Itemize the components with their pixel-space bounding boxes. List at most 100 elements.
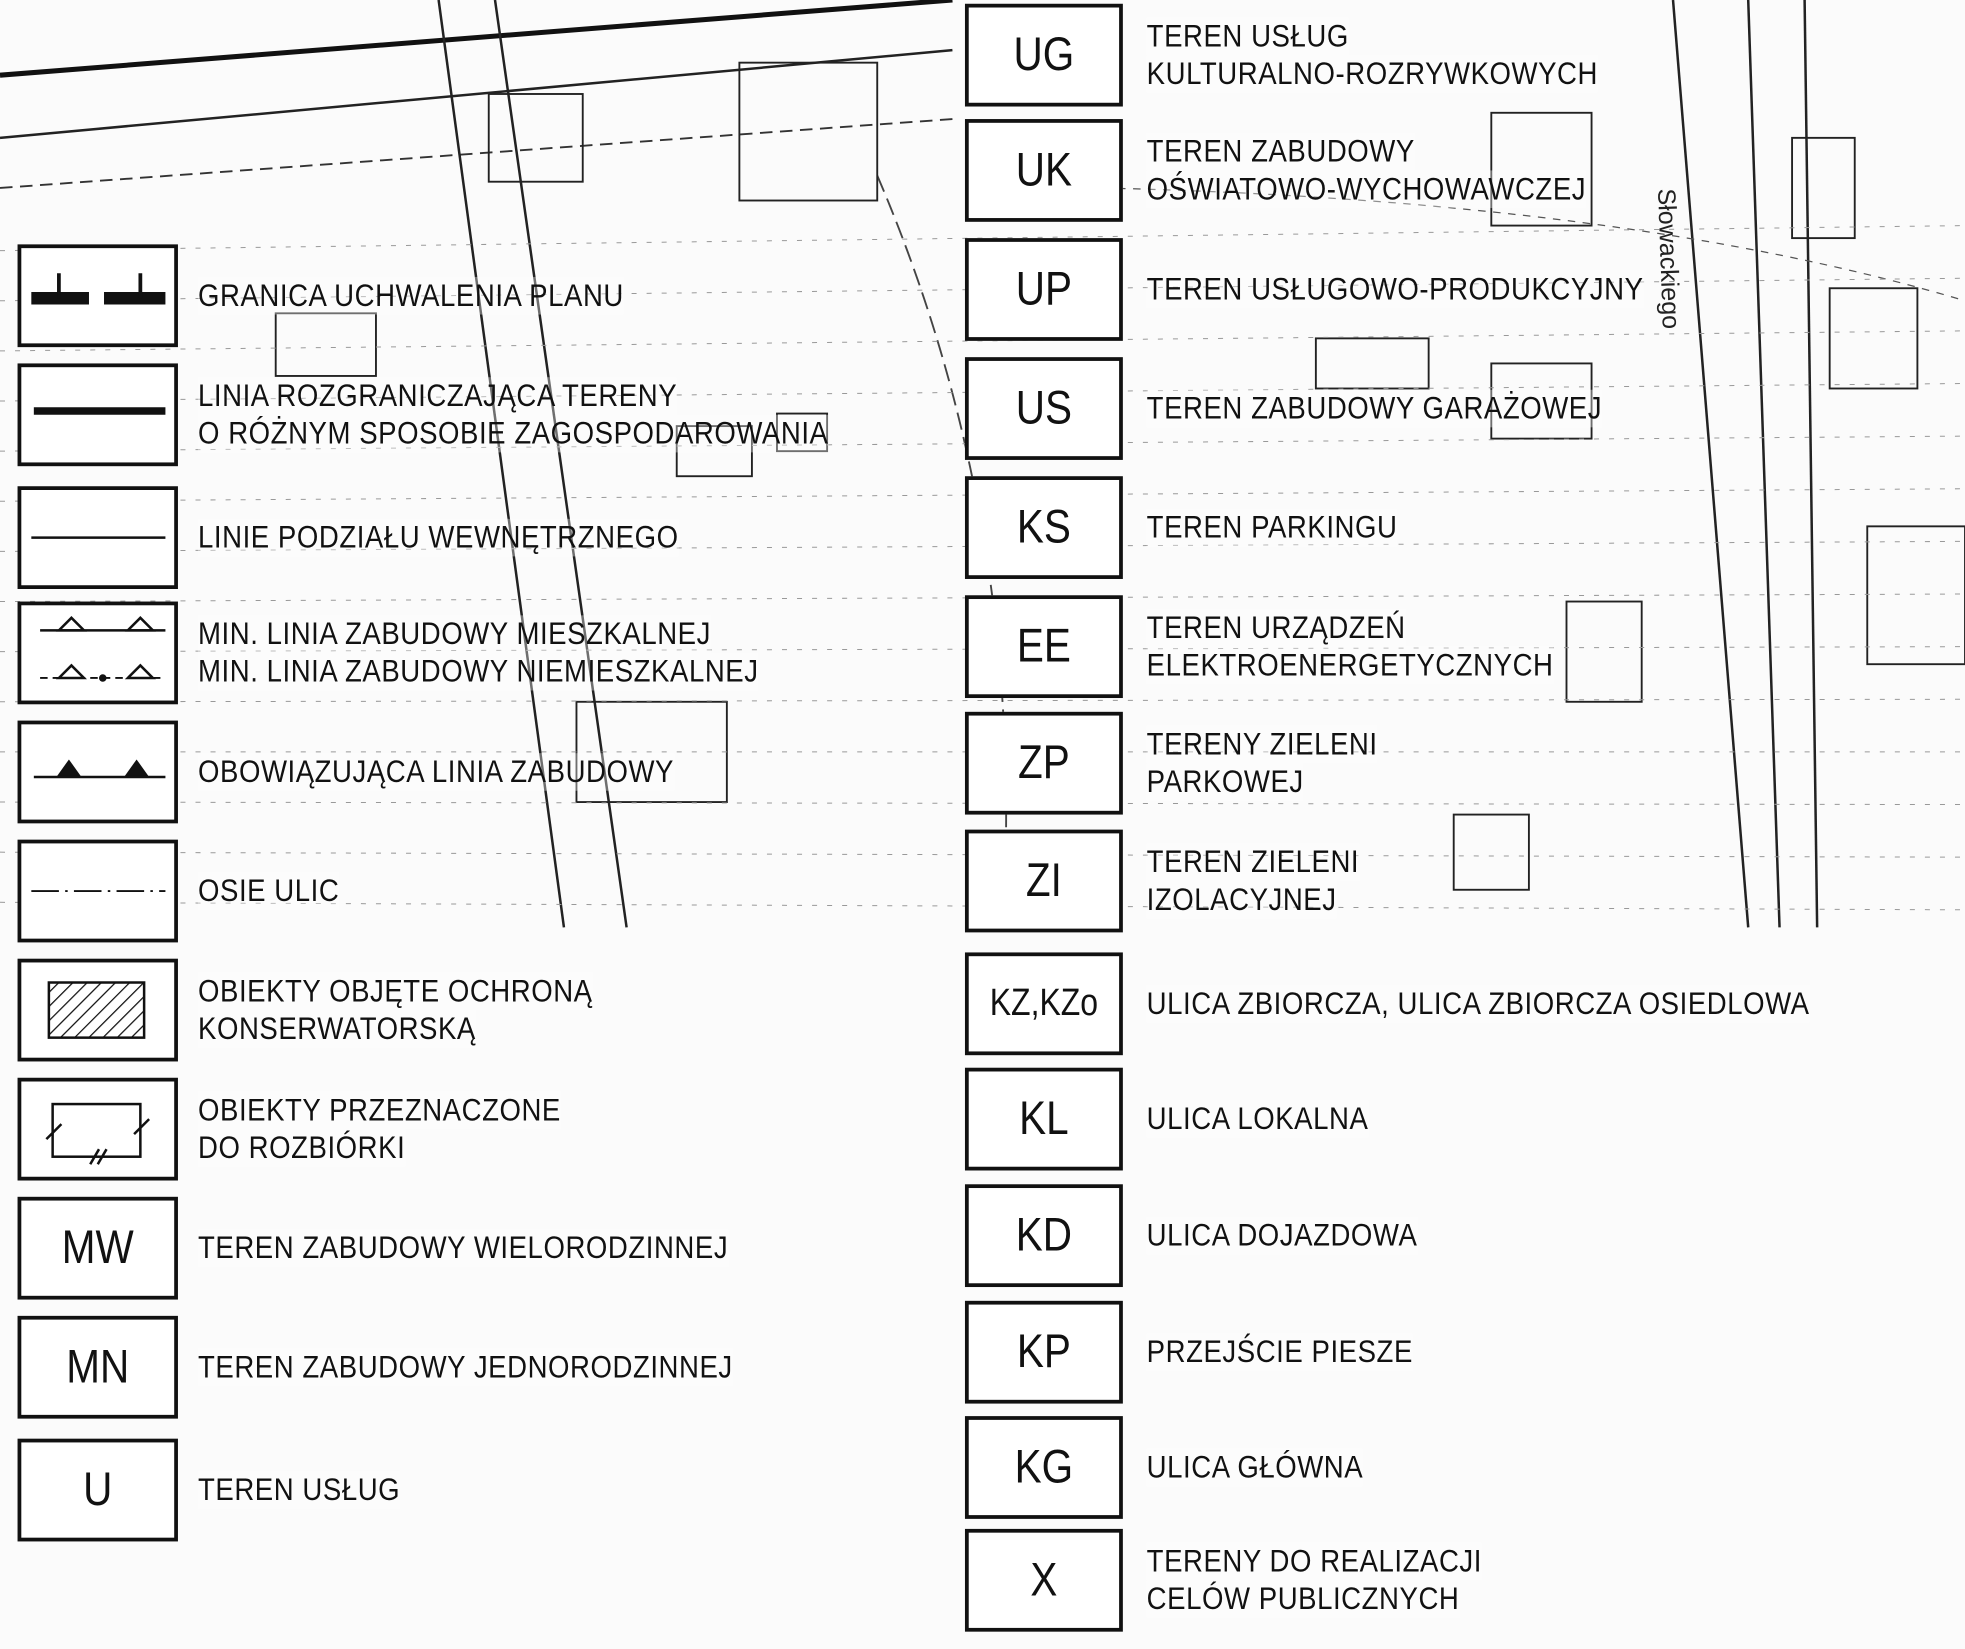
street-axis-icon (31, 890, 166, 892)
legend-code-box: KS (964, 476, 1123, 579)
map-building (1791, 136, 1856, 240)
plan-boundary-icon (31, 273, 166, 305)
legend-code-box: U (17, 1438, 178, 1542)
map-building (1314, 337, 1430, 390)
legend-symbol-box (17, 958, 178, 1062)
legend-code-box: KP (964, 1300, 1123, 1404)
legend-label: PRZEJŚCIE PIESZE (1146, 1333, 1413, 1372)
zone-code: KG (1014, 1440, 1074, 1494)
map-building (738, 61, 879, 202)
hatched-protected-icon (47, 981, 146, 1039)
legend-label: DO ROZBIÓRKI (198, 1129, 406, 1167)
map-building (487, 93, 584, 183)
map-building (1565, 600, 1643, 703)
legend-label: LINIE PODZIAŁU WEWNĘTRZNEGO (198, 518, 679, 557)
delimiting-line-icon (33, 407, 166, 415)
zone-code: MN (66, 1340, 130, 1393)
legend-label: OBIEKTY PRZEZNACZONE (198, 1091, 561, 1130)
zone-code: US (1015, 381, 1073, 435)
zone-code: ZI (1025, 854, 1062, 907)
map-building (1490, 362, 1593, 440)
legend-code-box: X (964, 1528, 1123, 1632)
legend-label: ULICA DOJAZDOWA (1146, 1216, 1418, 1255)
legend-label: OBOWIĄZUJĄCA LINIA ZABUDOWY (198, 753, 675, 791)
map-building (1828, 287, 1919, 390)
legend-symbol-box (17, 486, 178, 590)
legend-label: TEREN URZĄDZEŃ (1146, 609, 1406, 647)
legend-symbol-box (17, 363, 178, 467)
legend-code-box: ZP (964, 711, 1123, 815)
legend-code-box: ZI (964, 829, 1123, 933)
legend-label: TEREN ZABUDOWY (1146, 132, 1415, 171)
zone-code: KD (1015, 1208, 1073, 1262)
legend-label: TERENY DO REALIZACJI (1146, 1542, 1482, 1581)
legend-code-box: MW (17, 1196, 178, 1300)
legend-label: KONSERWATORSKĄ (198, 1010, 476, 1048)
legend-label: TEREN ZABUDOWY GARAŻOWEJ (1146, 389, 1603, 428)
legend-label: ULICA ZBIORCZA, ULICA ZBIORCZA OSIEDLOWA (1146, 985, 1810, 1023)
map-building (675, 425, 753, 478)
legend-label: OSIE ULIC (198, 872, 340, 910)
internal-division-line-icon (31, 536, 166, 539)
legend-symbol-box (17, 244, 178, 348)
legend-symbol-box (17, 839, 178, 943)
legend-label: ULICA GŁÓWNA (1146, 1448, 1364, 1487)
legend-code-box: KD (964, 1184, 1123, 1288)
zone-code: MW (61, 1221, 134, 1274)
legend-label: TEREN USŁUG (1146, 17, 1349, 56)
legend-label: PARKOWEJ (1146, 763, 1304, 801)
legend-label: MIN. LINIA ZABUDOWY NIEMIESZKALNEJ (198, 652, 759, 691)
legend-code-box: UG (964, 3, 1123, 107)
legend-label: GRANICA UCHWALENIA PLANU (198, 276, 624, 315)
min-building-line-icon (40, 616, 166, 682)
legend-label: O RÓŻNYM SPOSOBIE ZAGOSPODAROWANIA (198, 414, 829, 453)
zone-code: X (1030, 1553, 1058, 1606)
legend-label: TEREN USŁUGOWO-PRODUKCYJNY (1146, 270, 1644, 309)
legend-code-box: KL (964, 1067, 1123, 1171)
zone-code: KZ,KZo (989, 982, 1099, 1024)
map-building (1490, 111, 1593, 227)
mandatory-building-line-icon (33, 759, 166, 779)
zone-code: ZP (1018, 736, 1070, 789)
legend-code-box: EE (964, 595, 1123, 699)
zone-code: U (83, 1463, 113, 1516)
zone-code: UK (1015, 143, 1073, 197)
zone-code: KS (1016, 500, 1071, 554)
demolition-icon (45, 1102, 151, 1165)
legend-code-box: KZ,KZo (964, 952, 1123, 1056)
legend-label: ELEKTROENERGETYCZNYCH (1146, 646, 1554, 685)
legend-symbol-box (17, 1077, 178, 1181)
legend-label: LINIA ROZGRANICZAJĄCA TERENY (198, 377, 678, 415)
legend-label: TEREN ZABUDOWY JEDNORODZINNEJ (198, 1348, 733, 1387)
legend-label: TEREN USŁUG (198, 1471, 401, 1509)
legend-label: KULTURALNO-ROZRYWKOWYCH (1146, 55, 1598, 93)
legend-label: MIN. LINIA ZABUDOWY MIESZKALNEJ (198, 615, 711, 653)
zone-code: KL (1019, 1092, 1069, 1145)
map-road-edge (0, 0, 953, 78)
zone-code: UP (1015, 262, 1073, 316)
legend-symbol-box (17, 601, 178, 705)
legend-code-box: UK (964, 119, 1123, 222)
legend-label: IZOLACYJNEJ (1146, 880, 1337, 919)
legend-label: TEREN PARKINGU (1146, 508, 1398, 547)
legend-code-box: UP (964, 238, 1123, 341)
zone-code: UG (1013, 28, 1075, 81)
legend-label: ULICA LOKALNA (1146, 1100, 1369, 1138)
legend-symbol-box (17, 720, 178, 824)
map-building (274, 312, 377, 377)
legend-code-box: US (964, 357, 1123, 460)
legend-label: TEREN ZABUDOWY WIELORODZINNEJ (198, 1229, 729, 1267)
legend-code-box: MN (17, 1315, 178, 1419)
legend-label: TERENY ZIELENI (1146, 725, 1378, 764)
legend-label: CELÓW PUBLICZNYCH (1146, 1580, 1460, 1618)
map-building (1866, 525, 1965, 666)
zone-code: KP (1016, 1325, 1071, 1378)
map-building (1452, 813, 1530, 891)
legend-code-box: KG (964, 1416, 1123, 1519)
street-label: Słowackiego (1651, 187, 1685, 330)
legend-label: TEREN ZIELENI (1146, 843, 1360, 881)
legend-label: OŚWIATOWO-WYCHOWAWCZEJ (1146, 170, 1587, 209)
zone-code: EE (1016, 619, 1071, 673)
legend-label: OBIEKTY OBJĘTE OCHRONĄ (198, 972, 593, 1011)
